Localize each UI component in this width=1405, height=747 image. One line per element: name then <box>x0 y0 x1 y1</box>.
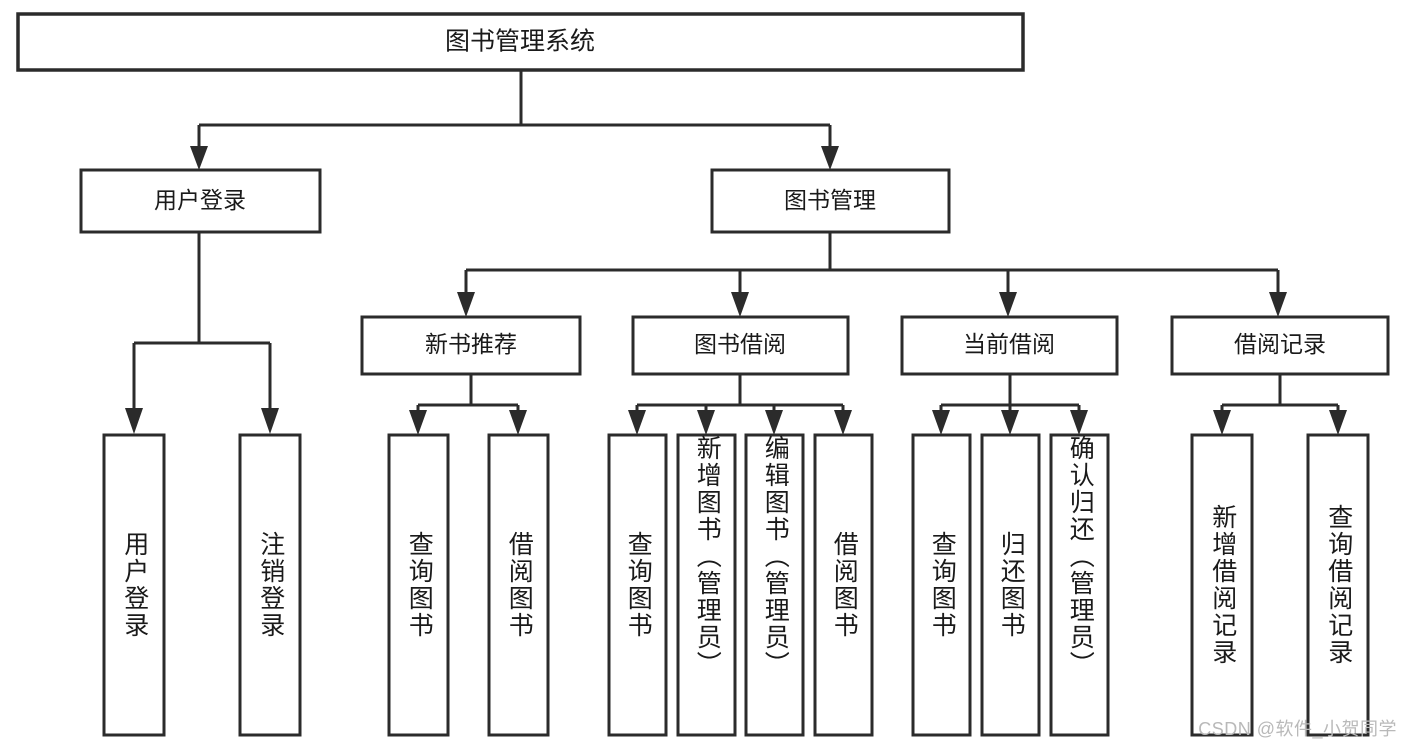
leaf-box <box>102 433 166 737</box>
leaf-box <box>238 433 302 737</box>
arrow-head-icon <box>1213 410 1231 435</box>
arrow-head-icon <box>261 408 279 434</box>
watermark-text: CSDN @软件_小贺同学 <box>1198 719 1397 739</box>
arrow-head-icon <box>1001 410 1019 435</box>
node-borrow-record[interactable]: 借阅记录 <box>1170 315 1390 376</box>
arrow-head-icon <box>932 410 950 435</box>
leaf-box <box>813 433 874 737</box>
leaf-box <box>607 433 668 737</box>
connector-currentborrow-to-leaves <box>932 374 1088 435</box>
leaf-box <box>387 433 450 737</box>
arrow-head-icon <box>1329 410 1347 435</box>
node-current-borrow[interactable]: 当前借阅 <box>900 315 1119 376</box>
arrow-head-icon <box>190 146 208 170</box>
leaf-boxes-book-borrow <box>607 433 874 737</box>
leaf-box <box>1049 433 1110 737</box>
node-new-book-recommend-label: 新书推荐 <box>425 331 517 357</box>
leaf-box <box>744 433 805 737</box>
leaf-boxes-new-book-recommend <box>387 433 550 737</box>
arrow-head-icon <box>697 410 715 435</box>
arrow-head-icon <box>509 410 527 435</box>
arrow-head-icon <box>1269 292 1287 317</box>
node-book-borrow[interactable]: 图书借阅 <box>631 315 850 376</box>
connector-borrowrecord-to-leaves <box>1213 374 1347 435</box>
arrow-head-icon <box>731 292 749 317</box>
node-book-management[interactable]: 图书管理 <box>710 168 951 234</box>
leaf-box <box>911 433 972 737</box>
node-borrow-record-label: 借阅记录 <box>1234 331 1326 357</box>
node-book-management-label: 图书管理 <box>784 187 876 213</box>
arrow-head-icon <box>821 146 839 170</box>
node-book-borrow-label: 图书借阅 <box>694 331 786 357</box>
arrow-head-icon <box>125 408 143 434</box>
node-user-login[interactable]: 用户登录 <box>79 168 322 234</box>
connector-bookborrow-to-leaves <box>628 374 852 435</box>
arrow-head-icon <box>765 410 783 435</box>
node-current-borrow-label: 当前借阅 <box>963 331 1055 357</box>
node-user-login-label: 用户登录 <box>154 187 246 213</box>
leaf-boxes-user-login <box>102 433 302 737</box>
leaf-boxes-borrow-record <box>1190 433 1370 737</box>
leaf-boxes-current-borrow <box>911 433 1110 737</box>
connector-bookmgmt-to-level2 <box>457 232 1287 317</box>
node-root-system-label: 图书管理系统 <box>445 28 595 56</box>
arrow-head-icon <box>409 410 427 435</box>
arrow-head-icon <box>1070 410 1088 435</box>
connector-userlogin-to-leaves <box>125 232 279 434</box>
arrow-head-icon <box>457 292 475 317</box>
node-root-system[interactable]: 图书管理系统 <box>16 12 1025 72</box>
leaf-box <box>980 433 1041 737</box>
connector-newbook-to-leaves <box>409 374 527 435</box>
leaf-box <box>1190 433 1254 737</box>
arrow-head-icon <box>628 410 646 435</box>
arrow-head-icon <box>834 410 852 435</box>
arrow-head-icon <box>999 292 1017 317</box>
connector-root-to-level1 <box>190 70 839 170</box>
leaf-box <box>676 433 737 737</box>
leaf-box <box>487 433 550 737</box>
node-new-book-recommend[interactable]: 新书推荐 <box>360 315 582 376</box>
leaf-box <box>1306 433 1370 737</box>
